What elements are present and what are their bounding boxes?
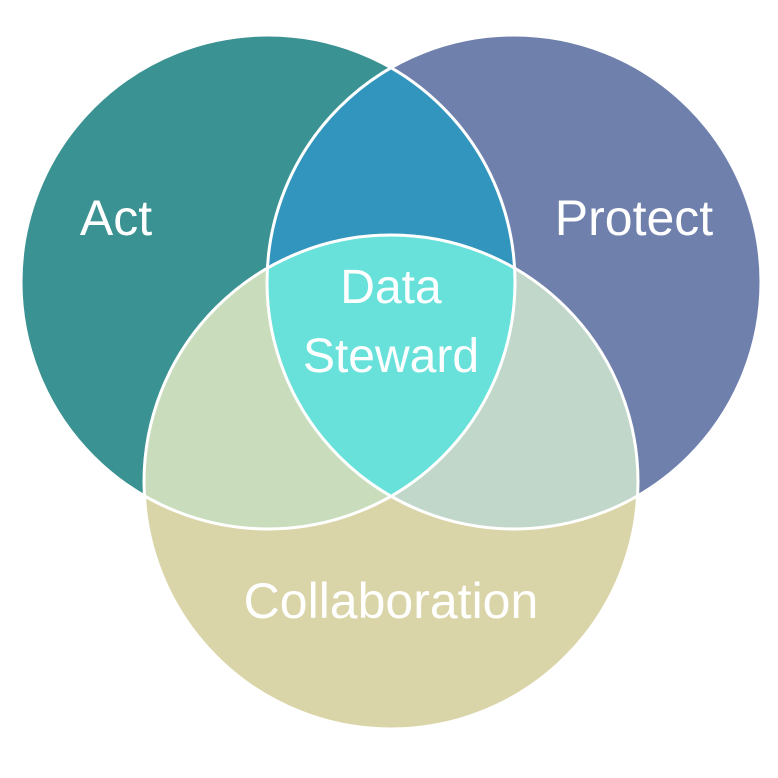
collaboration-circle-outline [142, 233, 640, 731]
act-circle-outline [19, 33, 517, 531]
act-label: Act [80, 190, 152, 246]
center-label-line-1: Data [340, 261, 442, 314]
center-label-line-2: Steward [303, 330, 479, 383]
collaboration-label: Collaboration [244, 573, 539, 629]
protect-label: Protect [555, 190, 714, 246]
protect-circle-outline [265, 33, 763, 531]
